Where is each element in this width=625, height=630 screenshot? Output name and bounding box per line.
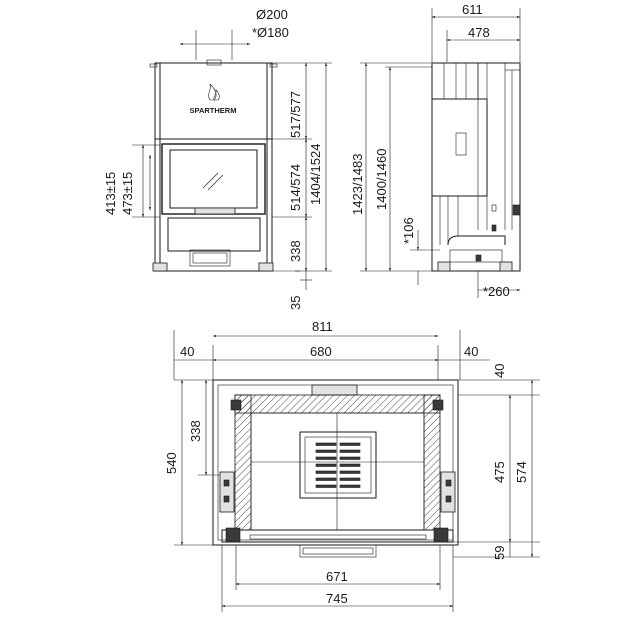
brand-name: SPARTHERM xyxy=(190,106,237,115)
side-body-height-label: 1400/1460 xyxy=(374,149,389,210)
front-view: Ø200 *Ø180 SPARTHERM xyxy=(103,7,332,310)
total-height-label: 1404/1524 xyxy=(308,144,323,205)
plan-view: 811 40 680 40 xyxy=(164,319,540,612)
plan-opening-depth-label: 338 xyxy=(188,420,203,442)
flue-inner-diameter-label: *Ø180 xyxy=(252,25,289,40)
plan-body-depth-label: 475 xyxy=(492,461,507,483)
front-right-dimensions xyxy=(272,62,332,290)
flue-diameter-label: Ø200 xyxy=(256,7,288,22)
top-section-height-label: 517/577 xyxy=(288,91,303,138)
plan-top-dimensions xyxy=(173,330,490,380)
fireplace-body-front: SPARTHERM xyxy=(149,59,278,272)
plan-bottom-dimensions xyxy=(221,545,454,612)
flue-dimension xyxy=(179,30,251,60)
base-height-label: 338 xyxy=(288,240,303,262)
glass-height-label: 413±15 xyxy=(103,172,118,215)
side-inlet-height-label: *106 xyxy=(401,217,416,244)
plan-inner-width-label: 680 xyxy=(310,344,332,359)
opening-height-label: 473±15 xyxy=(120,172,135,215)
plan-frame-width-label: 671 xyxy=(326,569,348,584)
side-total-height-label: 1423/1483 xyxy=(350,154,365,215)
plan-left-dimensions xyxy=(174,379,222,546)
plan-right-offset-label: 40 xyxy=(464,344,478,359)
grate xyxy=(299,431,377,499)
plan-rear-offset-label: 40 xyxy=(492,364,507,378)
side-body-depth-label: 478 xyxy=(468,25,490,40)
side-view: 611 478 xyxy=(350,2,521,299)
side-bottom-dimensions xyxy=(477,271,521,298)
side-left-dimensions xyxy=(360,62,440,285)
plan-front-offset-label: 59 xyxy=(492,546,507,560)
plan-overall-width-label: 745 xyxy=(326,591,348,606)
side-total-depth-label: 611 xyxy=(462,2,483,17)
side-air-inlet-label: *260 xyxy=(483,284,510,299)
door-section-height-label: 514/574 xyxy=(288,164,303,211)
plan-left-offset-label: 40 xyxy=(180,344,194,359)
plan-depth-label: 540 xyxy=(164,452,179,474)
brand-logo: SPARTHERM xyxy=(190,83,237,115)
fireplace-body-side xyxy=(431,62,521,272)
plan-total-width-label: 811 xyxy=(312,319,333,334)
side-top-dimensions xyxy=(431,8,521,62)
front-left-dimensions xyxy=(132,144,160,218)
fireplace-body-plan xyxy=(212,379,459,558)
plan-total-depth-label: 574 xyxy=(514,461,529,483)
foot-height-label: 35 xyxy=(288,296,303,310)
plan-right-dimensions xyxy=(453,379,540,558)
